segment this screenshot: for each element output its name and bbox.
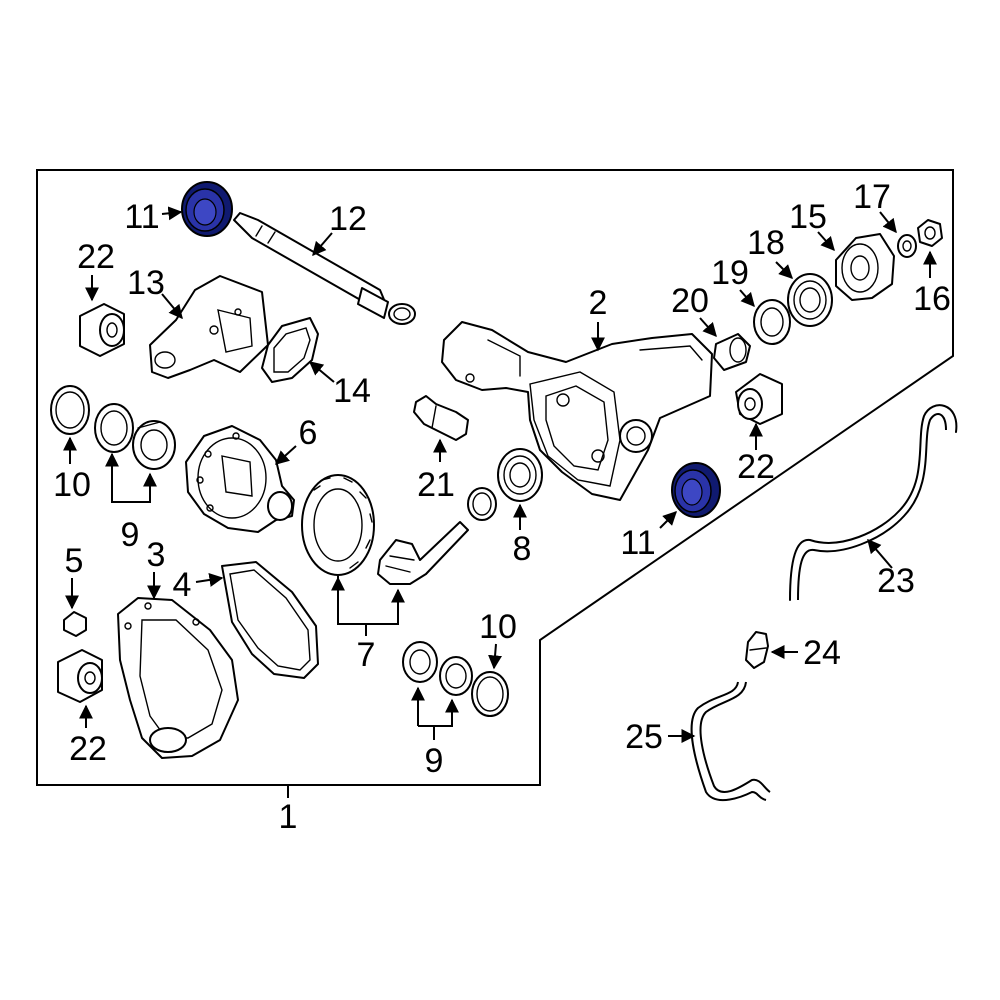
- sensor-21[interactable]: [413, 395, 469, 441]
- plug-5[interactable]: [63, 611, 87, 637]
- callout-22-top: 22: [77, 238, 115, 276]
- vent-fitting-24[interactable]: [745, 631, 769, 669]
- callout-22-bottom: 22: [69, 730, 107, 768]
- axle-shaft-12[interactable]: [233, 212, 416, 325]
- washer-17[interactable]: [897, 234, 917, 258]
- callout-4: 4: [173, 566, 192, 604]
- callout-1: 1: [279, 798, 298, 836]
- seal-8[interactable]: [497, 448, 543, 502]
- callout-7: 7: [357, 636, 376, 674]
- collapsible-spacer-20[interactable]: [713, 333, 751, 371]
- callout-14: 14: [333, 372, 371, 410]
- callout-24: 24: [803, 634, 841, 672]
- callout-5: 5: [65, 542, 84, 580]
- leader-6: [274, 445, 297, 465]
- leader-18: [775, 261, 793, 279]
- leader-9b-b: [418, 698, 459, 727]
- o-ring-10-left[interactable]: [50, 385, 90, 435]
- leader-10b: [488, 643, 503, 670]
- callout-20: 20: [671, 282, 709, 320]
- callout-labels: 1 2 3 4 5 6 7 8 9 9 10 10 11 11 12 13 14…: [53, 178, 951, 836]
- callout-25: 25: [625, 718, 663, 756]
- bushing-22-top[interactable]: [79, 303, 125, 357]
- callout-12: 12: [329, 200, 367, 238]
- leader-19: [739, 289, 755, 308]
- companion-flange-15[interactable]: [835, 233, 895, 301]
- oil-seal-18[interactable]: [787, 273, 833, 327]
- leader-20: [699, 317, 717, 338]
- leader-11a: [161, 206, 183, 221]
- callout-22-right: 22: [737, 448, 775, 486]
- cover-gasket-4[interactable]: [221, 561, 319, 679]
- vent-tube-23[interactable]: [789, 404, 958, 601]
- callout-2: 2: [589, 284, 608, 322]
- differential-case-6[interactable]: [185, 425, 295, 533]
- ring-gear-7[interactable]: [301, 474, 375, 576]
- pinion-gear-7[interactable]: [377, 521, 469, 585]
- callout-13: 13: [127, 264, 165, 302]
- bushing-22-right[interactable]: [735, 373, 783, 425]
- callout-8: 8: [513, 530, 532, 568]
- bearing-19[interactable]: [753, 299, 791, 345]
- callout-10-bottom: 10: [479, 608, 517, 646]
- vent-hose-25[interactable]: [690, 681, 771, 802]
- callout-18: 18: [747, 224, 785, 262]
- leader-9a: [111, 458, 130, 503]
- callout-19: 19: [711, 254, 749, 292]
- callout-17: 17: [853, 178, 891, 216]
- o-ring-10-bottom[interactable]: [471, 671, 509, 717]
- rear-cover-3[interactable]: [117, 597, 239, 759]
- carrier-housing-2[interactable]: [441, 321, 713, 501]
- leader-12: [312, 232, 333, 257]
- nut-16[interactable]: [917, 219, 943, 247]
- leader-9a-b: [130, 472, 157, 503]
- bearing-9-left[interactable]: [94, 403, 176, 470]
- callout-16: 16: [913, 280, 951, 318]
- shim-ring[interactable]: [467, 487, 497, 521]
- callout-21: 21: [417, 466, 455, 504]
- leader-17: [879, 211, 897, 234]
- callout-15: 15: [789, 198, 827, 236]
- callout-11-right: 11: [620, 524, 655, 562]
- leader-14: [308, 361, 335, 383]
- leader-13: [161, 293, 183, 320]
- bearing-9-bottom[interactable]: [402, 641, 473, 696]
- assembly-frame: [36, 169, 954, 786]
- leader-11b: [659, 511, 677, 529]
- mount-bracket-13[interactable]: [149, 275, 269, 379]
- callout-9-bottom: 9: [425, 742, 444, 780]
- seal-11-right[interactable]: [671, 462, 721, 518]
- callout-11-top: 11: [124, 198, 159, 236]
- callout-9-left: 9: [121, 516, 140, 554]
- callout-10-left: 10: [53, 466, 91, 504]
- leader-15: [817, 231, 835, 252]
- callout-3: 3: [147, 536, 166, 574]
- bushing-22-bottom[interactable]: [57, 649, 103, 703]
- leader-23: [867, 538, 893, 569]
- leader-4: [195, 572, 224, 587]
- gasket-14[interactable]: [261, 317, 319, 383]
- seal-11-top[interactable]: [181, 181, 233, 237]
- callout-23: 23: [877, 562, 915, 600]
- callout-6: 6: [299, 414, 318, 452]
